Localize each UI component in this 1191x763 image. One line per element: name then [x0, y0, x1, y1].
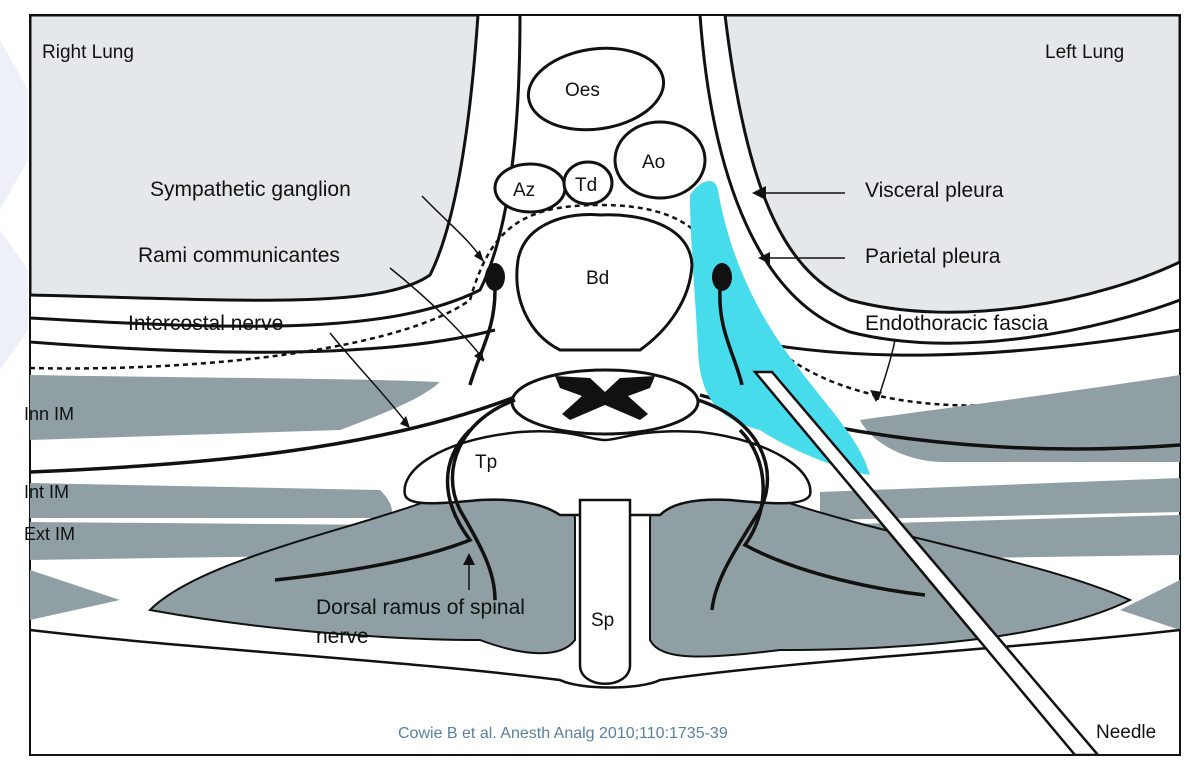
- label-dorsal-ramus-line2: nerve: [316, 625, 369, 648]
- sympathetic-ganglion-right: [485, 263, 505, 291]
- label-inn-im: Inn IM: [24, 404, 74, 424]
- label-td: Td: [575, 175, 597, 196]
- spinous-process: [580, 500, 630, 684]
- label-ao: Ao: [642, 152, 665, 173]
- label-sp: Sp: [591, 610, 614, 631]
- label-az: Az: [513, 180, 535, 201]
- citation-text: Cowie B et al. Anesth Analg 2010;110:173…: [398, 725, 728, 742]
- label-right-lung: Right Lung: [42, 42, 134, 63]
- label-needle: Needle: [1096, 722, 1156, 743]
- label-oes: Oes: [565, 80, 600, 101]
- label-ext-im: Ext IM: [24, 524, 75, 544]
- label-left-lung: Left Lung: [1045, 42, 1124, 63]
- label-bd: Bd: [586, 268, 609, 289]
- label-rami-communicantes: Rami communicantes: [138, 244, 340, 267]
- sympathetic-ganglion-left: [712, 263, 732, 291]
- page-decoration: [0, 40, 28, 370]
- label-dorsal-ramus-line1: Dorsal ramus of spinal: [316, 596, 525, 619]
- label-parietal-pleura: Parietal pleura: [865, 245, 1001, 268]
- label-intercostal-nerve: Intercostal nerve: [128, 312, 283, 335]
- label-sympathetic-ganglion: Sympathetic ganglion: [150, 178, 351, 201]
- label-endothoracic-fascia: Endothoracic fascia: [865, 312, 1049, 335]
- label-tp: Tp: [475, 452, 497, 473]
- label-visceral-pleura: Visceral pleura: [865, 179, 1004, 202]
- label-int-im: Int IM: [24, 482, 69, 502]
